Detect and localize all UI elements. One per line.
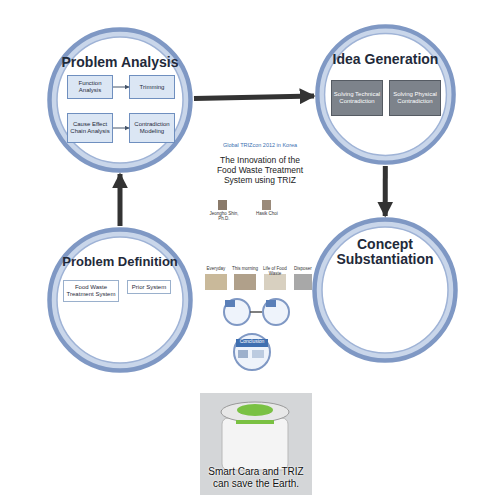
step-box: Solving Physical Contradiction [389,80,441,116]
thumbnail [294,274,312,290]
note-label: Hasik Choi [250,211,284,216]
thumbnail [205,274,227,290]
note-label: Disposer [288,266,318,271]
step-box: Function Analysis [67,75,113,99]
step-arrow [113,128,129,129]
stage-circle: Problem AnalysisFunction Analysis Trimmin… [45,25,195,175]
step-text: Trimming [140,84,165,91]
thumbnail [264,274,286,290]
diagram-title: The Innovation of the Food Waste Treatme… [212,156,308,185]
step-box: Prior System [127,280,171,294]
step-arrow [113,87,129,88]
mini-arrow [250,311,262,313]
flow-arrow [118,174,123,226]
stage-circle: Problem DefinitionFood Waste Treatment S… [45,225,195,375]
mini-box [252,350,264,358]
step-box: Trimming [129,75,175,99]
circle-outline [45,25,195,175]
note-label: This morning [228,266,262,271]
note-label: Conclusion [236,339,268,345]
circle-face [322,227,448,353]
step-text: Food Waste Treatment System [65,284,117,298]
photo-caption: Smart Cara and TRIZ can save the Earth. [204,466,308,489]
step-box: Cause Effect Chain Analysis [67,113,113,143]
step-box: Contradiction Modeling [129,113,175,143]
step-text: Function Analysis [69,80,111,94]
stage-circle: Concept Substantiation [310,215,460,365]
device-body [222,418,288,470]
step-text: Prior System [132,284,166,291]
circle-ring [315,220,456,361]
mini-circle [224,299,250,325]
stage-circle: Idea GenerationSolving Technical Contrad… [313,22,458,167]
step-text: Cause Effect Chain Analysis [69,121,111,135]
mini-circle [234,334,270,370]
note-label: Everyday [200,266,232,271]
note-label: Life of Food Waste [258,266,292,276]
circle-ring [50,30,191,171]
circle-ring [317,26,453,162]
flow-arrow [383,166,388,216]
photo-caption-box: Smart Cara and TRIZ can save the Earth. [200,393,312,495]
step-text: Contradiction Modeling [131,121,173,135]
device-button [237,404,273,416]
mini-circle [263,299,289,325]
thumbnail [234,274,256,290]
step-box: Food Waste Treatment System [63,280,119,302]
conclusion-header [236,339,268,347]
note-label: Global TRIZcon 2012 in Korea [215,142,305,148]
mini-box [266,300,276,307]
stage-title: Idea Generation [313,52,458,67]
note-label: Jeongho Shin, Ph.D. [206,211,242,221]
product-photo [200,393,312,495]
mini-box [238,350,248,358]
stage-title: Concept Substantiation [330,237,440,268]
flow-arrow [194,96,314,98]
stage-title: Problem Definition [45,255,195,269]
device-lid [221,402,289,422]
step-box: Solving Technical Contradiction [331,80,383,116]
step-text: Solving Technical Contradiction [333,91,381,105]
mini-box [225,300,235,307]
step-text: Solving Physical Contradiction [391,91,439,105]
author-photo [218,200,227,210]
author-photo [262,200,271,210]
circle-ring [50,230,191,371]
device-stripe [236,420,274,424]
stage-title: Problem Analysis [45,55,195,70]
